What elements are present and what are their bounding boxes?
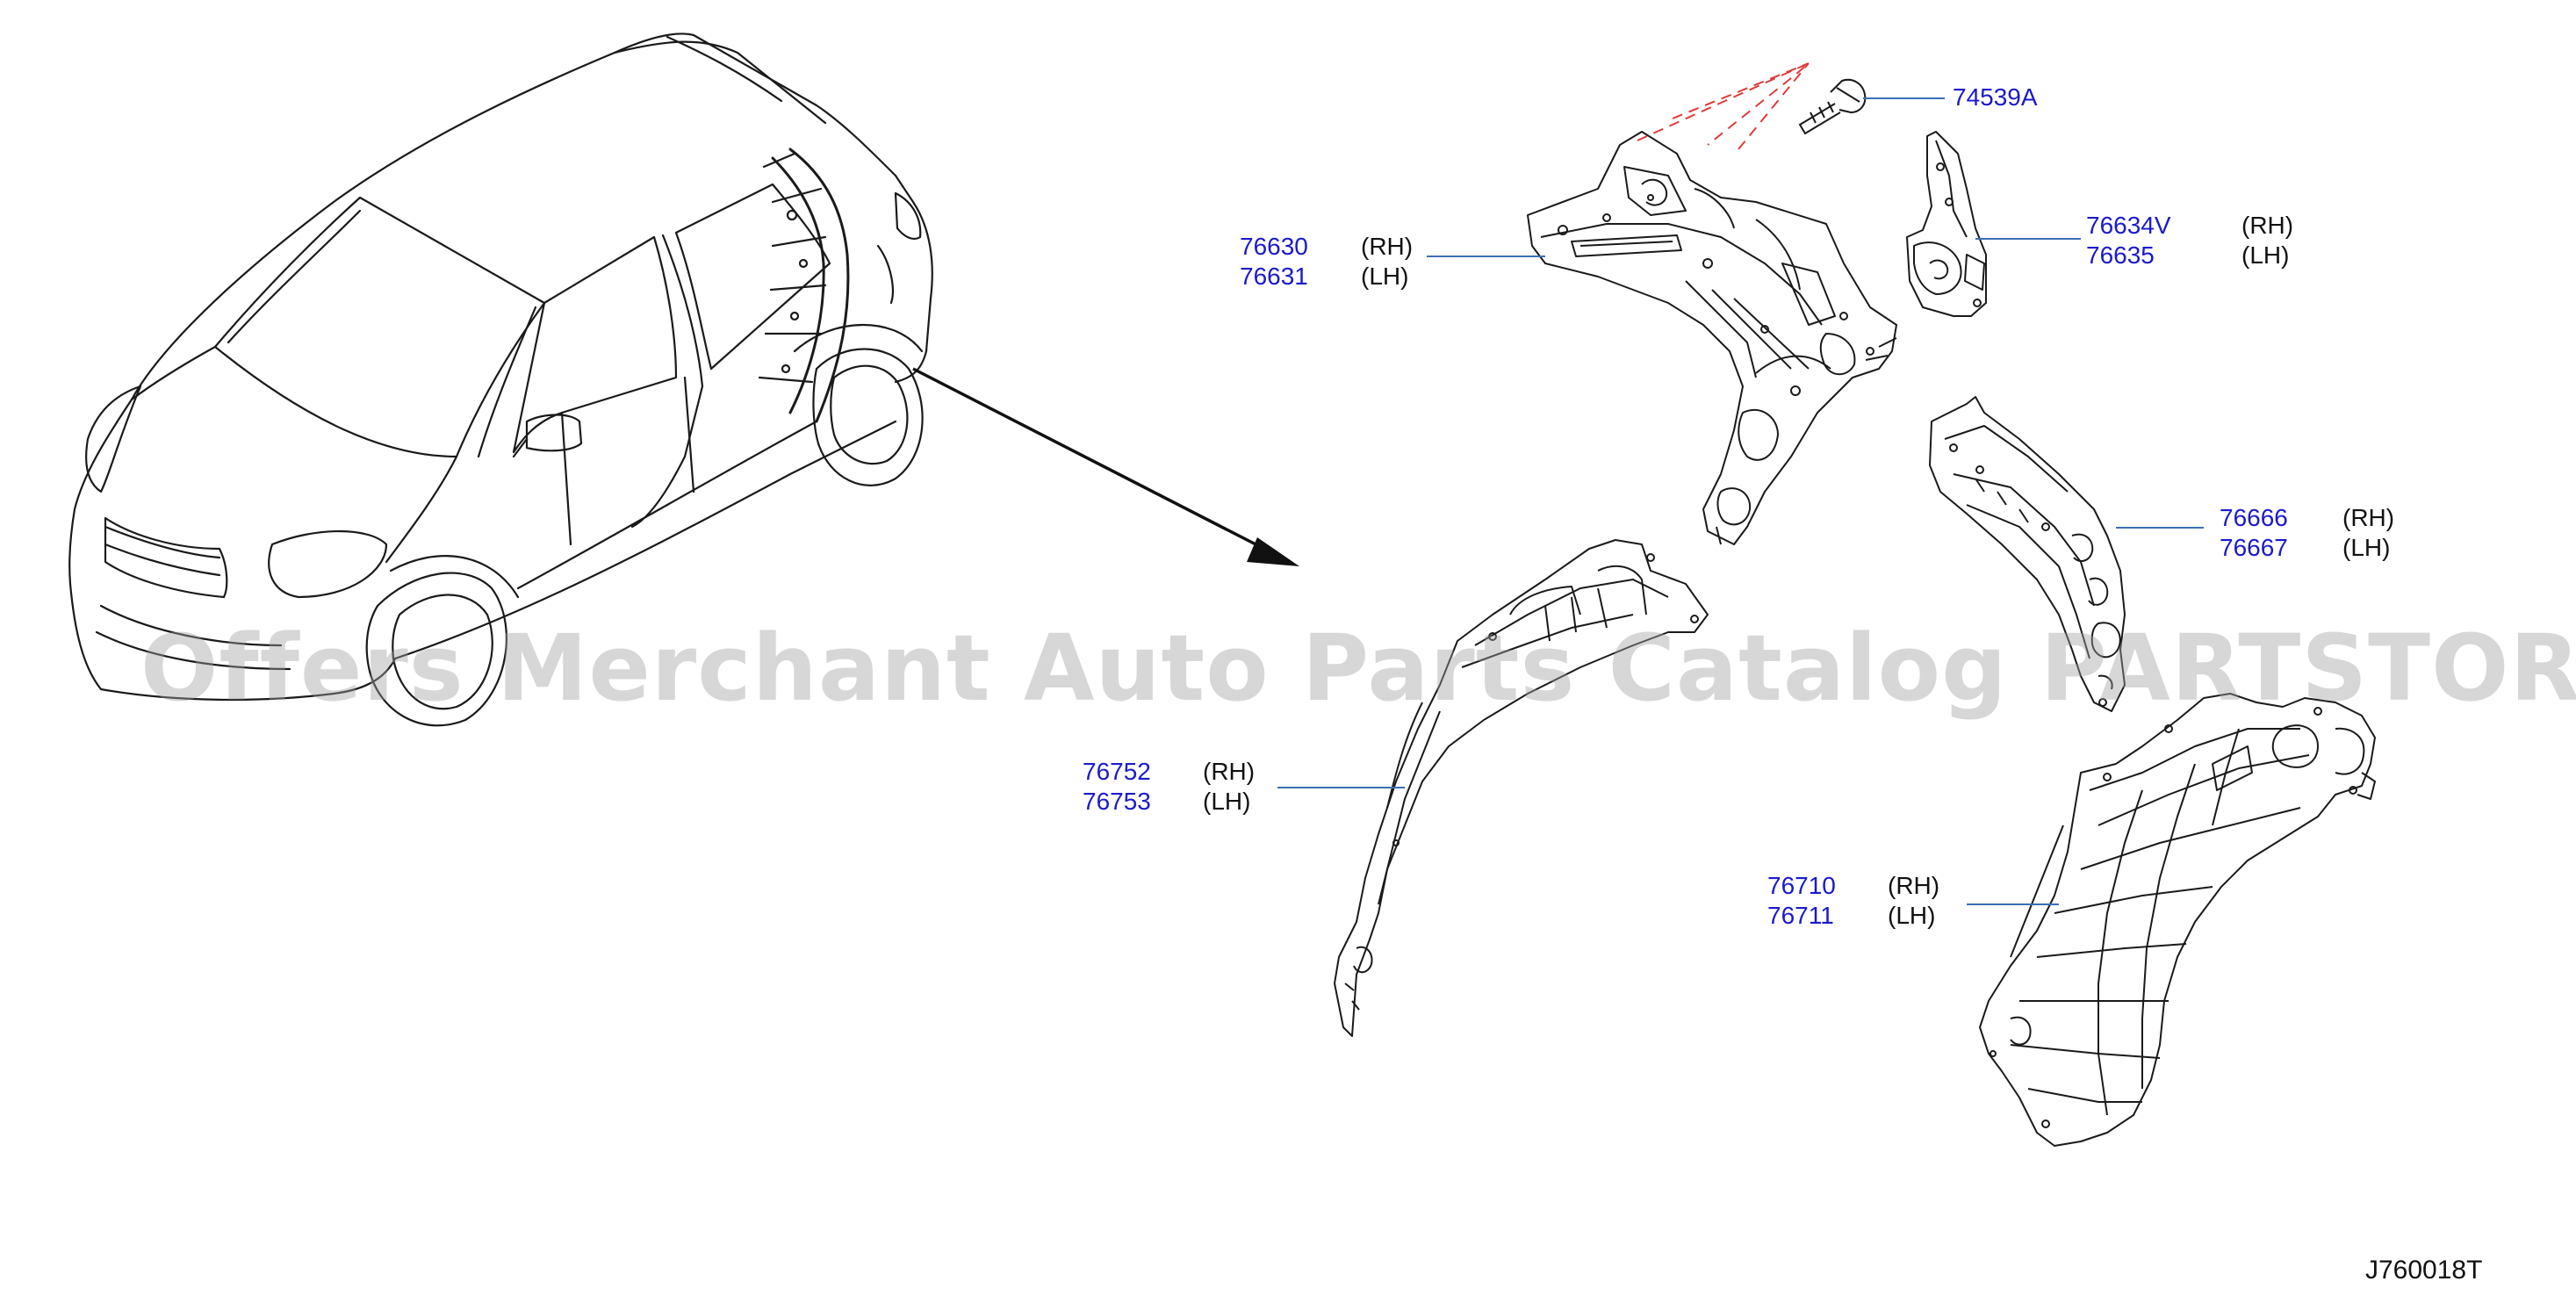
callout-76635: 76635 [2086, 241, 2155, 270]
part-number[interactable]: 76710 [1767, 872, 1836, 899]
callout-side-rh: (RH) [2241, 212, 2294, 239]
callout-76711: 76711 [1767, 901, 1834, 931]
callout-side-lh: (LH) [2342, 534, 2391, 561]
callout-side-lh: (LH) [1203, 788, 1251, 815]
part-wheelhouse-outer-76710 [1979, 693, 2376, 1147]
part-number[interactable]: 76667 [2220, 534, 2288, 561]
part-fender-liner-76752 [1334, 539, 1709, 1037]
watermark-text: Offers Merchant Auto Parts Catalog PARTS… [140, 615, 2576, 722]
leader-lines [1277, 97, 2204, 905]
part-bolt-74539a [1798, 78, 1867, 135]
direction-arrow [912, 367, 1299, 566]
part-number[interactable]: 76634V [2086, 212, 2171, 239]
callout-76666: 76666 [2220, 503, 2288, 533]
part-number[interactable]: 74539A [1953, 83, 2038, 111]
reference-dash-lines [1637, 62, 1810, 150]
part-number[interactable]: 76666 [2220, 504, 2288, 531]
callout-76634v: 76634V [2086, 211, 2171, 241]
callout-side-rh: (RH) [2342, 504, 2395, 531]
callout-76667: 76667 [2220, 533, 2288, 563]
callout-76753: 76753 [1083, 787, 1151, 817]
part-bracket-76634v [1906, 131, 1987, 317]
callout-76630: 76630 [1240, 232, 1308, 262]
callout-side-lh: (LH) [2241, 241, 2290, 269]
callout-76752: 76752 [1083, 757, 1151, 787]
part-extension-76666 [1929, 396, 2126, 712]
part-number[interactable]: 76631 [1240, 263, 1308, 290]
callout-74539a: 74539A [1953, 83, 2038, 112]
part-number[interactable]: 76753 [1083, 788, 1151, 815]
callout-side-lh: (LH) [1888, 902, 1936, 929]
callout-76710: 76710 [1767, 871, 1836, 901]
diagram-code: J760018T [2365, 1256, 2483, 1285]
callout-side-rh: (RH) [1361, 233, 1414, 260]
callout-side-rh: (RH) [1203, 758, 1256, 785]
vehicle-illustration [68, 32, 933, 727]
part-number[interactable]: 76630 [1240, 233, 1308, 260]
callout-side-rh: (RH) [1888, 872, 1940, 899]
callout-side-lh: (LH) [1361, 263, 1409, 290]
part-number[interactable]: 76635 [2086, 241, 2155, 269]
callout-76631: 76631 [1240, 262, 1308, 292]
part-number[interactable]: 76752 [1083, 758, 1151, 785]
part-wheelhouse-upper-76630 [1527, 131, 1897, 545]
part-number[interactable]: 76711 [1767, 902, 1834, 929]
